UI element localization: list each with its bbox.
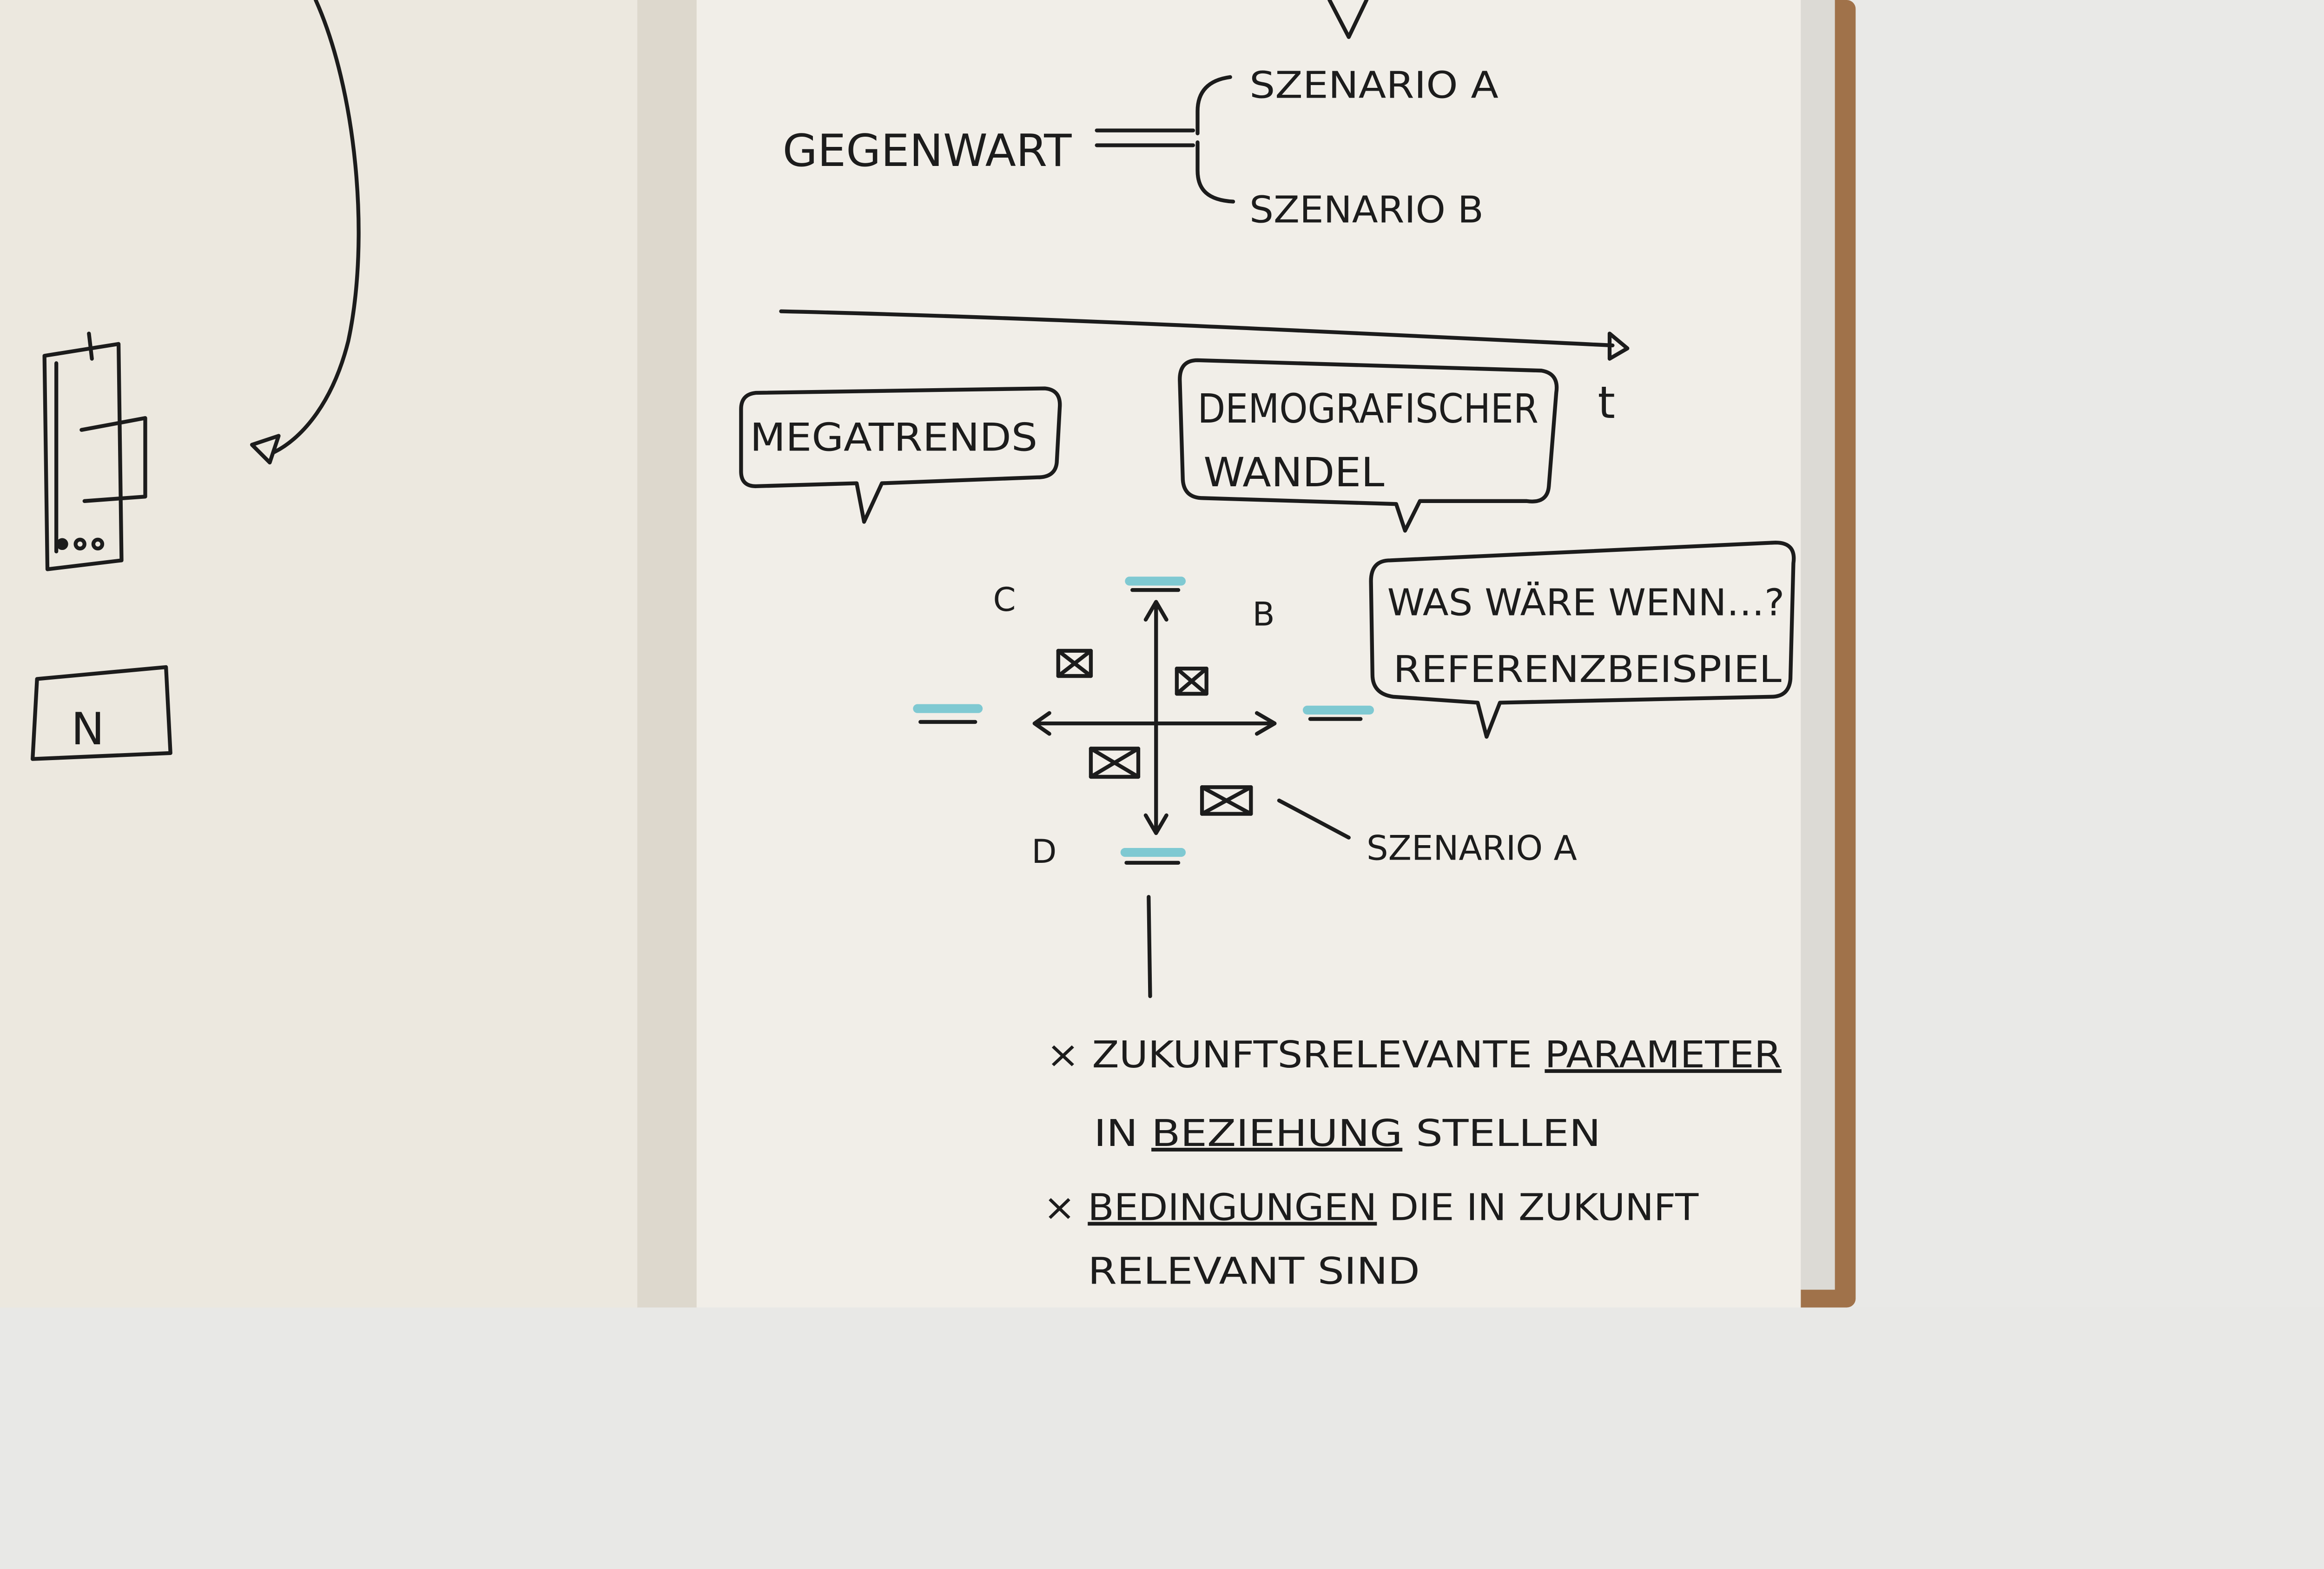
vertical-axis — [1143, 600, 1169, 835]
scenario-matrix: C B D SZENARIO A — [913, 576, 1577, 871]
notes: × ZUKUNFTSRELEVANTE PARAMETER IN BEZIEHU… — [1043, 1033, 1782, 1293]
megatrends-label: MEGATRENDS — [750, 415, 1038, 460]
note-line-2: IN BEZIEHUNG STELLEN — [1094, 1112, 1601, 1155]
note-line-3: × BEDINGUNGEN DIE IN ZUKUNFT — [1043, 1185, 1699, 1229]
timeline-axis — [779, 309, 1615, 348]
timeline-arrowhead-icon — [1607, 331, 1630, 361]
left-box-label: N — [71, 703, 105, 755]
quadrant-b-label: B — [1253, 596, 1275, 634]
pointer-line — [1277, 798, 1351, 840]
connector-line — [1147, 895, 1152, 999]
note-line-1: × ZUKUNFTSRELEVANTE PARAMETER — [1046, 1033, 1782, 1076]
time-label: t — [1598, 377, 1616, 429]
wandel-label: WANDEL — [1203, 450, 1384, 496]
scenario-marker-icon — [1089, 747, 1141, 779]
scenario-marker-icon — [1175, 666, 1208, 696]
note-line-4: RELEVANT SIND — [1088, 1249, 1420, 1292]
bubble-megatrends: MEGATRENDS — [739, 386, 1062, 524]
notebook-photo: N GEGENWART SZENARIO A SZENARIO B t MEGA… — [0, 0, 1856, 1308]
right-page — [696, 0, 1801, 1308]
present-label: GEGENWART — [783, 125, 1072, 177]
quadrant-d-label: D — [1031, 833, 1056, 871]
gutter — [637, 0, 704, 1308]
scenario-marker-icon — [1056, 649, 1093, 678]
left-page-sketch: N — [31, 0, 361, 761]
demografischer-label: DEMOGRAFISCHER — [1198, 386, 1538, 432]
what-if-label: WAS WÄRE WENN…? — [1387, 581, 1785, 624]
quadrant-c-label: C — [993, 581, 1016, 619]
left-page — [0, 0, 653, 1308]
scenario-b-label: SZENARIO B — [1249, 188, 1484, 231]
scenario-marker-icon — [1200, 785, 1253, 816]
scenario-a-label: SZENARIO A — [1249, 63, 1499, 106]
pointer-scenario-label: SZENARIO A — [1367, 828, 1577, 868]
incoming-arrow-icon — [1327, 0, 1369, 39]
double-connector — [1095, 128, 1195, 147]
branch-brace — [1195, 75, 1235, 204]
bubble-what-if: WAS WÄRE WENN…? REFERENZBEISPIEL — [1369, 540, 1796, 739]
bubble-demografischer-wandel: DEMOGRAFISCHER WANDEL — [1178, 358, 1559, 533]
referenzbeispiel-label: REFERENZBEISPIEL — [1393, 648, 1781, 691]
